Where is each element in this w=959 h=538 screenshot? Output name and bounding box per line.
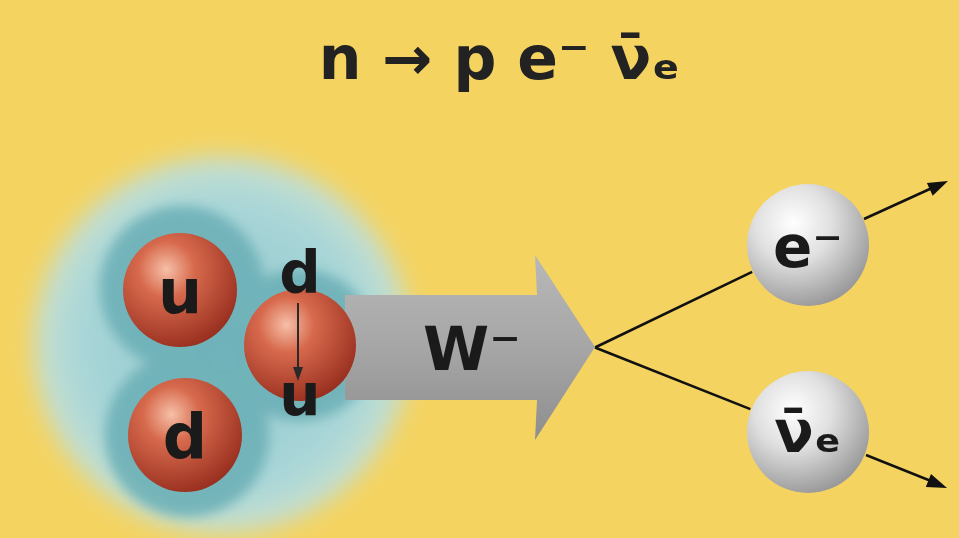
reaction-title: n → p e⁻ ν̄ₑ bbox=[319, 28, 680, 88]
particle-label: d bbox=[163, 406, 207, 468]
quark-circle: d bbox=[127, 377, 243, 493]
particle-label: d bbox=[279, 244, 321, 302]
decay-line bbox=[595, 272, 752, 348]
particle-label: u bbox=[279, 366, 320, 424]
lepton-sphere: ν̄ₑ bbox=[746, 370, 870, 494]
particle-label: e⁻ bbox=[773, 218, 843, 276]
lepton-sphere: e⁻ bbox=[746, 183, 870, 307]
particle-label: ν̄ₑ bbox=[774, 403, 841, 461]
quark-glow bbox=[100, 206, 376, 517]
outgoing-arrows bbox=[864, 181, 948, 488]
quark-circle: u bbox=[122, 232, 238, 348]
title-block: n → p e⁻ ν̄ₑ bbox=[0, 28, 959, 88]
particle-label: W⁻ bbox=[423, 319, 521, 379]
particle-label: u bbox=[158, 261, 202, 323]
decay-line bbox=[595, 348, 750, 410]
w-boson-arrow: W⁻ bbox=[345, 255, 595, 440]
quark-circle: du bbox=[243, 245, 357, 430]
